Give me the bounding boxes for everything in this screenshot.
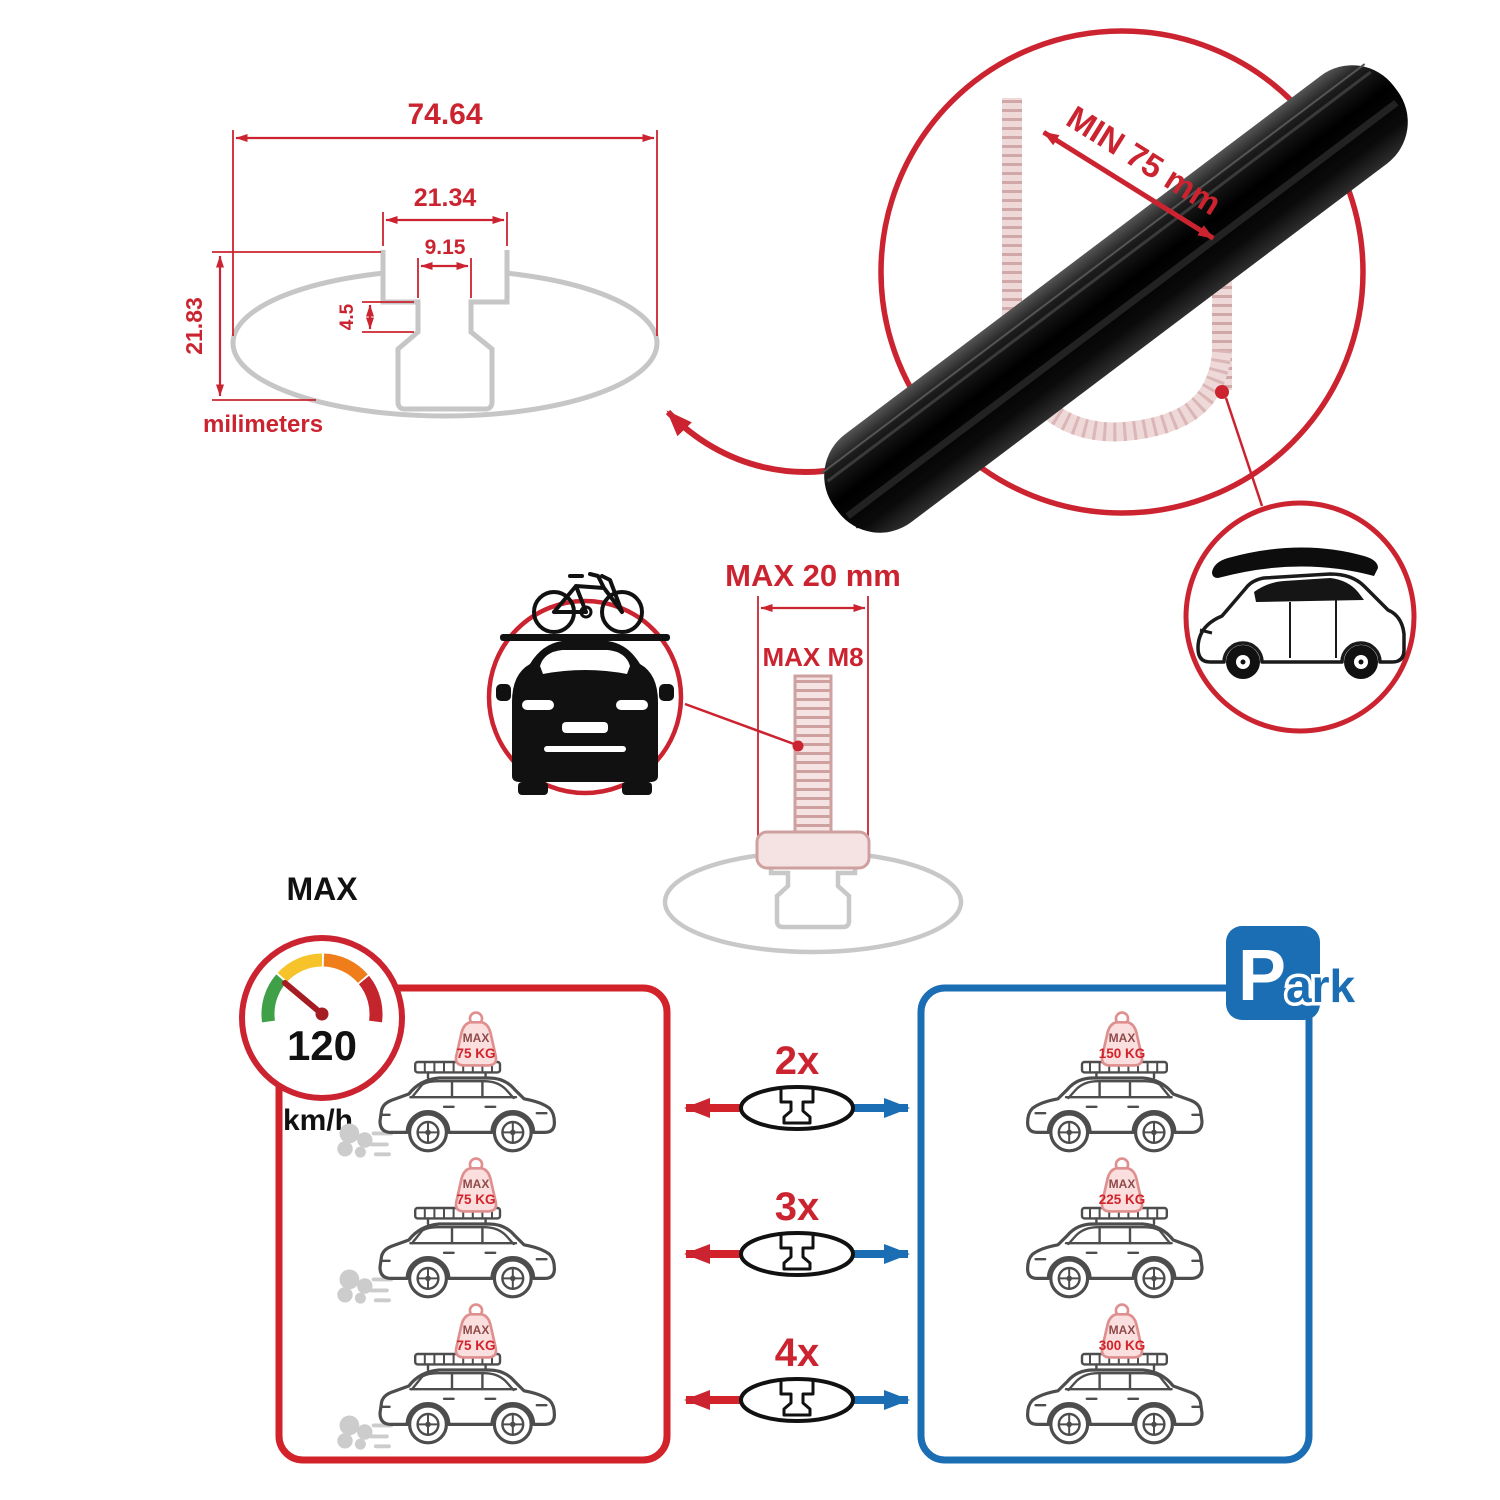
max-width-label: MAX 20 mm (725, 558, 901, 593)
tag-label: MAX (1109, 1323, 1136, 1337)
tag-value: 150 KG (1099, 1046, 1146, 1061)
callout-dot (1215, 385, 1229, 399)
bike-icon (532, 572, 644, 634)
park-sign-square (1226, 926, 1320, 1020)
t-slot-channel (380, 250, 510, 412)
tag-value: 75 KG (456, 1338, 495, 1353)
dim-inner-width: 21.34 (414, 184, 477, 212)
tag-value: 300 KG (1099, 1338, 1146, 1353)
tag-label: MAX (1109, 1031, 1136, 1045)
gauge-arcs (261, 953, 383, 1023)
bar-count-rows: 2x 3x 4x (684, 1039, 910, 1423)
tag-label: MAX (463, 1323, 490, 1337)
dim-total-height: 21.83 (181, 297, 207, 355)
bolt-callout-dot (792, 740, 804, 752)
bar-count-3x: 3x (775, 1185, 820, 1229)
gauge-pivot (315, 1007, 329, 1021)
park-sign-suffix: ark (1286, 960, 1355, 1012)
dim-slot-width: 9.15 (425, 236, 466, 259)
parked-cars: MAX 150 KG MAX 225 KG MAX 300 KG (1025, 1011, 1204, 1445)
crossbar-3d (820, 63, 1408, 533)
max-thread-label: MAX M8 (762, 642, 863, 672)
tag-value: 225 KG (1099, 1192, 1146, 1207)
crossbar-profile-icon (739, 1231, 855, 1277)
tag-label: MAX (463, 1177, 490, 1191)
tag-label: MAX (1109, 1177, 1136, 1191)
unit-label: milimeters (203, 411, 323, 438)
crossbar-profile-icon (739, 1085, 855, 1131)
t-slot-channel-fill (383, 250, 507, 409)
car-front-bike-circle (486, 572, 684, 796)
bar-count-2x: 2x (775, 1039, 820, 1083)
suv-side-icon (1196, 572, 1406, 679)
tag-label: MAX (463, 1031, 490, 1045)
roof-box-icon (1212, 547, 1378, 578)
tag-value: 75 KG (456, 1046, 495, 1061)
dim-step-height: 4.5 (337, 303, 358, 330)
callout-line (1224, 397, 1264, 507)
suv-roofbox-circle (1183, 500, 1417, 734)
bar-count-4x: 4x (775, 1331, 820, 1375)
speed-value: 120 (287, 1022, 357, 1069)
crossbar-profile-icon (739, 1377, 855, 1423)
bolt-diagram: MAX 20 mm MAX M8 (662, 558, 964, 955)
bolt-callout-line (684, 702, 795, 746)
park-sign: P ark (1226, 926, 1359, 1020)
ghost-t-slot (768, 845, 858, 930)
park-sign-letter: P (1238, 936, 1286, 1016)
dim-total-width: 74.64 (407, 98, 482, 131)
tag-value: 75 KG (456, 1192, 495, 1207)
driving-cars: MAX 75 KG MAX 75 KG MAX 75 KG (335, 1011, 557, 1452)
speed-max-label: MAX (286, 871, 358, 907)
roof-bar-icon (500, 634, 670, 641)
t-bolt-illustration (755, 674, 871, 870)
speed-limit-gauge: MAX 120 km/h (239, 871, 405, 1137)
crossbar-detail-circle: MIN 75 mm (820, 28, 1408, 533)
gauge-needle (282, 980, 325, 1017)
car-front-icon (496, 641, 674, 795)
cross-section-diagram: 74.64 21.34 9.15 4.5 21.83 milimeters (181, 98, 880, 475)
